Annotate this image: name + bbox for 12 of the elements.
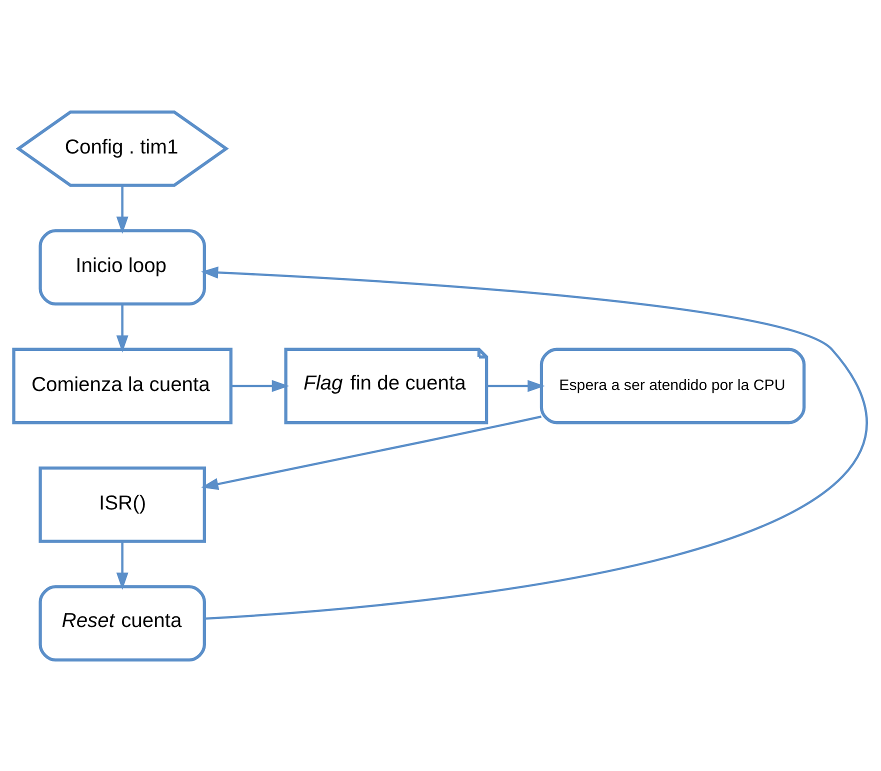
node-box: ISR()	[38, 466, 206, 542]
node-box: Inicio loop	[38, 228, 206, 306]
arrow	[116, 540, 128, 590]
arrow	[201, 415, 542, 490]
node-box: Reset cuenta	[38, 584, 206, 662]
arrow	[486, 379, 545, 392]
arrow	[200, 266, 866, 620]
arrow	[116, 184, 128, 234]
arrow	[231, 379, 290, 392]
node-box: Comienza la cuenta	[12, 347, 232, 424]
node-box: Espera a ser atendido por la CPU	[540, 347, 806, 424]
arrow	[116, 304, 128, 352]
